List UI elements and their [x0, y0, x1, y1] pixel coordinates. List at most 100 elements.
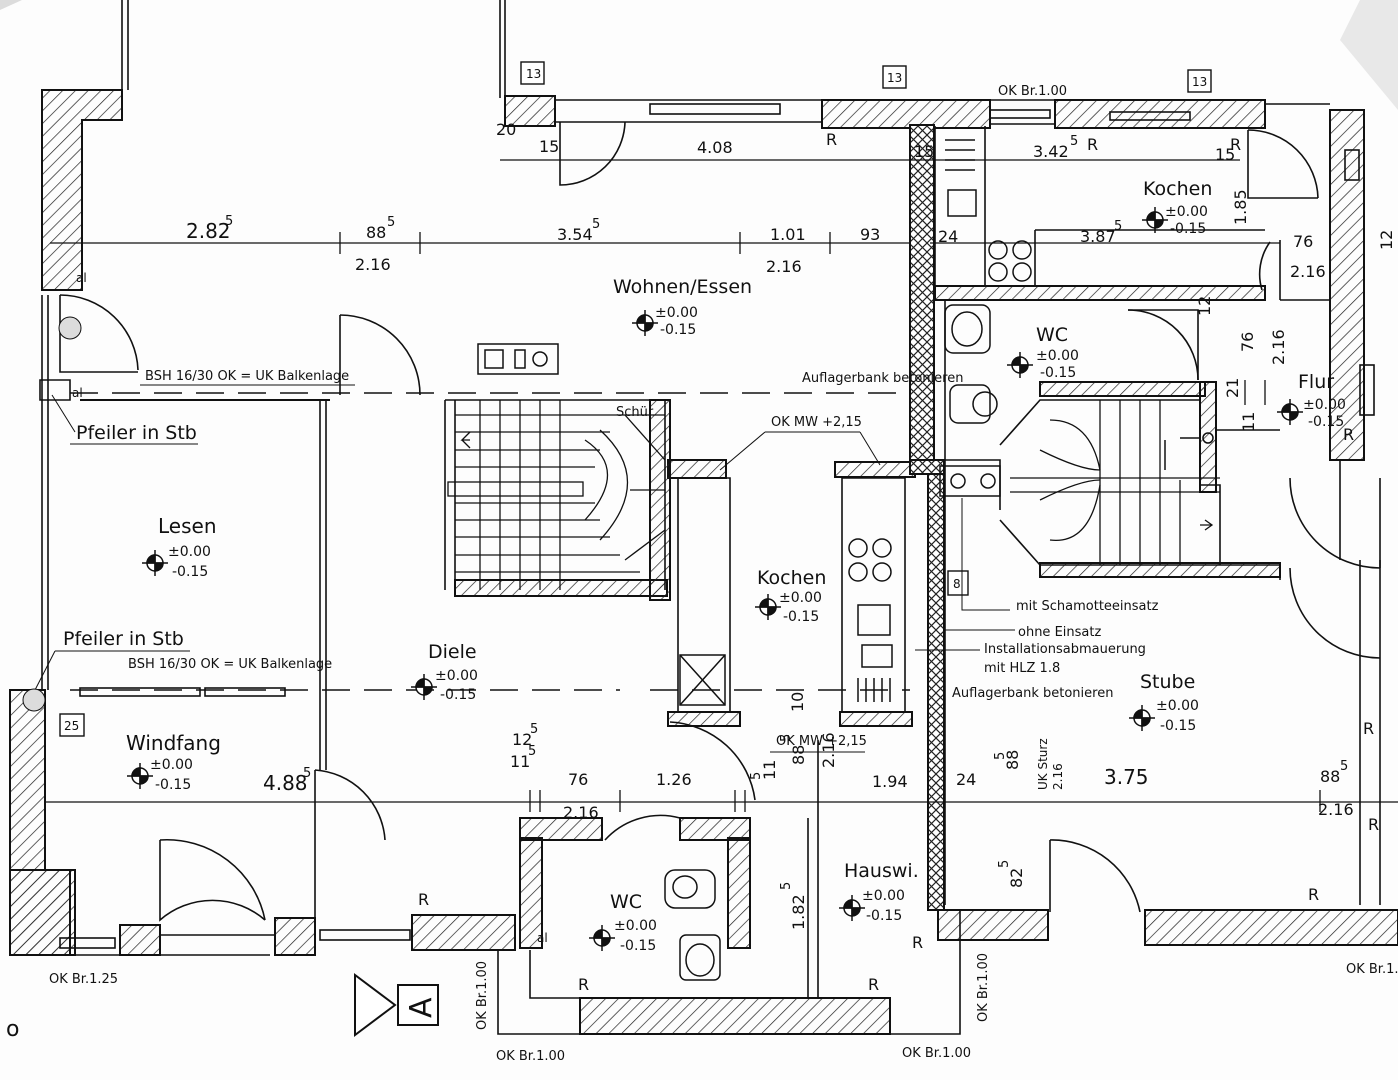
- dim-11-s: 11: [510, 752, 530, 771]
- room-kochen-level-bottom: -0.15: [783, 609, 819, 625]
- mark-al-2: al: [72, 386, 83, 400]
- room-lesen-level-top: ±0.00: [168, 544, 211, 560]
- dim-216-v: 2.16: [1269, 329, 1288, 365]
- note-okmw-upper: OK MW +2,15: [771, 415, 862, 430]
- mark-r-8: R: [418, 890, 429, 909]
- stair-east: [1010, 400, 1220, 565]
- dim-354: 3.54: [557, 225, 593, 244]
- dim-82: 82: [1007, 868, 1026, 888]
- wall-top-right: [1054, 99, 1266, 129]
- mark-r-5: R: [1363, 719, 1374, 738]
- room-diele-label: Diele: [428, 641, 477, 663]
- dim-387-sup: 5: [1114, 219, 1122, 234]
- tag-13-mid-text: 13: [887, 71, 902, 85]
- note-schamotte: mit Schamotteeinsatz: [1016, 599, 1159, 614]
- tag-13-mid: [882, 65, 907, 89]
- dim-11-s-sup: 5: [528, 744, 536, 759]
- dim-282-sup: 5: [225, 214, 233, 229]
- dim-top-15b: 15: [914, 142, 934, 161]
- wall-top-left: [504, 95, 556, 127]
- room-kochen-label: Kochen: [757, 567, 826, 589]
- dim-88-ne2: 88: [1003, 750, 1022, 770]
- note-ok-br-100-a: OK Br.1.00: [475, 961, 490, 1030]
- section-marker-a: [354, 973, 439, 1037]
- installation-wall-link: [909, 459, 945, 475]
- paper-shadow: [1340, 0, 1398, 110]
- room-flur-level-bottom: -0.15: [1308, 414, 1344, 430]
- dim-93: 93: [860, 225, 880, 244]
- room-wc-ne-level-top: ±0.00: [1036, 348, 1079, 364]
- wall-south-windfang: [119, 924, 161, 956]
- dim-88-ne2-sup: 5: [993, 752, 1008, 760]
- sink-top: [947, 189, 977, 217]
- tag-25-text: 25: [64, 719, 79, 733]
- mark-r-3: R: [1230, 135, 1241, 154]
- dim-216b: 2.16: [766, 257, 802, 276]
- dim-top-408: 4.08: [697, 138, 733, 157]
- dim-375: 3.75: [1104, 765, 1149, 789]
- room-windfang-level-bottom: -0.15: [155, 777, 191, 793]
- dim-182-sup: 5: [779, 882, 794, 890]
- wall-stair-right: [649, 399, 671, 601]
- note-auflager-upper: Auflagerbank betonieren: [802, 371, 963, 386]
- door-swings: [59, 121, 1381, 922]
- dim-12-v: 12: [1195, 296, 1214, 316]
- dim-88-v-sup: 5: [779, 734, 794, 742]
- dim-88-v: 88: [789, 745, 808, 765]
- room-flur-level-top: ±0.00: [1303, 397, 1346, 413]
- room-wc-s-level-top: ±0.00: [614, 918, 657, 934]
- note-bsh-lower: BSH 16/30 OK = UK Balkenlage: [128, 657, 332, 672]
- wall-sw-segment: [9, 869, 71, 956]
- wall-south-east-2: [1144, 909, 1398, 946]
- tag-8: [947, 570, 969, 596]
- mark-al-1: al: [76, 271, 87, 285]
- mark-r-2: R: [1087, 135, 1098, 154]
- note-uk-sturz: UK Sturz: [1036, 738, 1050, 790]
- wall-south-mid: [411, 914, 516, 951]
- thin-lines: [10, 0, 1381, 1035]
- dim-488: 4.88: [263, 771, 308, 795]
- note-ok-br-100-c: OK Br.1.00: [902, 1046, 971, 1061]
- wall-wc-south: [579, 997, 891, 1035]
- dim-24: 24: [938, 227, 958, 246]
- wall-left-upper: [41, 89, 123, 291]
- dim-88-se-sup: 5: [1340, 759, 1348, 774]
- note-ok-br-100-d: OK Br.1.00: [976, 953, 991, 1022]
- fixtures: [477, 139, 1214, 981]
- dim-76-s: 76: [568, 770, 588, 789]
- installation-wall-upper: [909, 124, 935, 466]
- corner-bullet: o: [6, 1017, 19, 1042]
- dim-488-sup: 5: [303, 766, 311, 781]
- room-kochen-ne-label: Kochen: [1143, 178, 1212, 200]
- dim-top-342-sup: 5: [1070, 134, 1078, 149]
- dim-354-sup: 5: [592, 217, 600, 232]
- wall-south-east-1: [937, 909, 1049, 941]
- dim-185: 1.85: [1231, 189, 1250, 225]
- dim-216-ne: 2.16: [1290, 262, 1326, 281]
- room-hauswi-level-bottom: -0.15: [866, 908, 902, 924]
- dim-82-sup: 5: [997, 860, 1012, 868]
- room-windfang-label: Windfang: [126, 731, 221, 755]
- mark-r-6: R: [1368, 815, 1379, 834]
- room-lesen-label: Lesen: [158, 514, 217, 538]
- tag-8-text: 8: [953, 577, 961, 591]
- wall-diele-pillar: [667, 711, 741, 727]
- room-stube-label: Stube: [1140, 671, 1195, 693]
- dim-top-342: 3.42: [1033, 142, 1069, 161]
- mark-r-7: R: [1308, 885, 1319, 904]
- mark-r-1: R: [826, 130, 837, 149]
- note-ok-br-100-top: OK Br.1.00: [998, 84, 1067, 99]
- tag-13-right-text: 13: [1192, 75, 1207, 89]
- dim-88-sup: 5: [387, 215, 395, 230]
- note-ohne-einsatz: ohne Einsatz: [1018, 625, 1101, 640]
- tag-20-text: 20: [496, 120, 516, 139]
- note-installation-2: mit HLZ 1.8: [984, 661, 1060, 676]
- mark-r-10: R: [868, 975, 879, 994]
- dim-282: 2.82: [186, 219, 231, 243]
- note-ok-br-100-f: OK Br.1.0: [1346, 962, 1398, 977]
- room-stube-level-top: ±0.00: [1156, 698, 1199, 714]
- dim-216-v2: 2.16: [819, 732, 838, 768]
- tag-25: [59, 713, 85, 737]
